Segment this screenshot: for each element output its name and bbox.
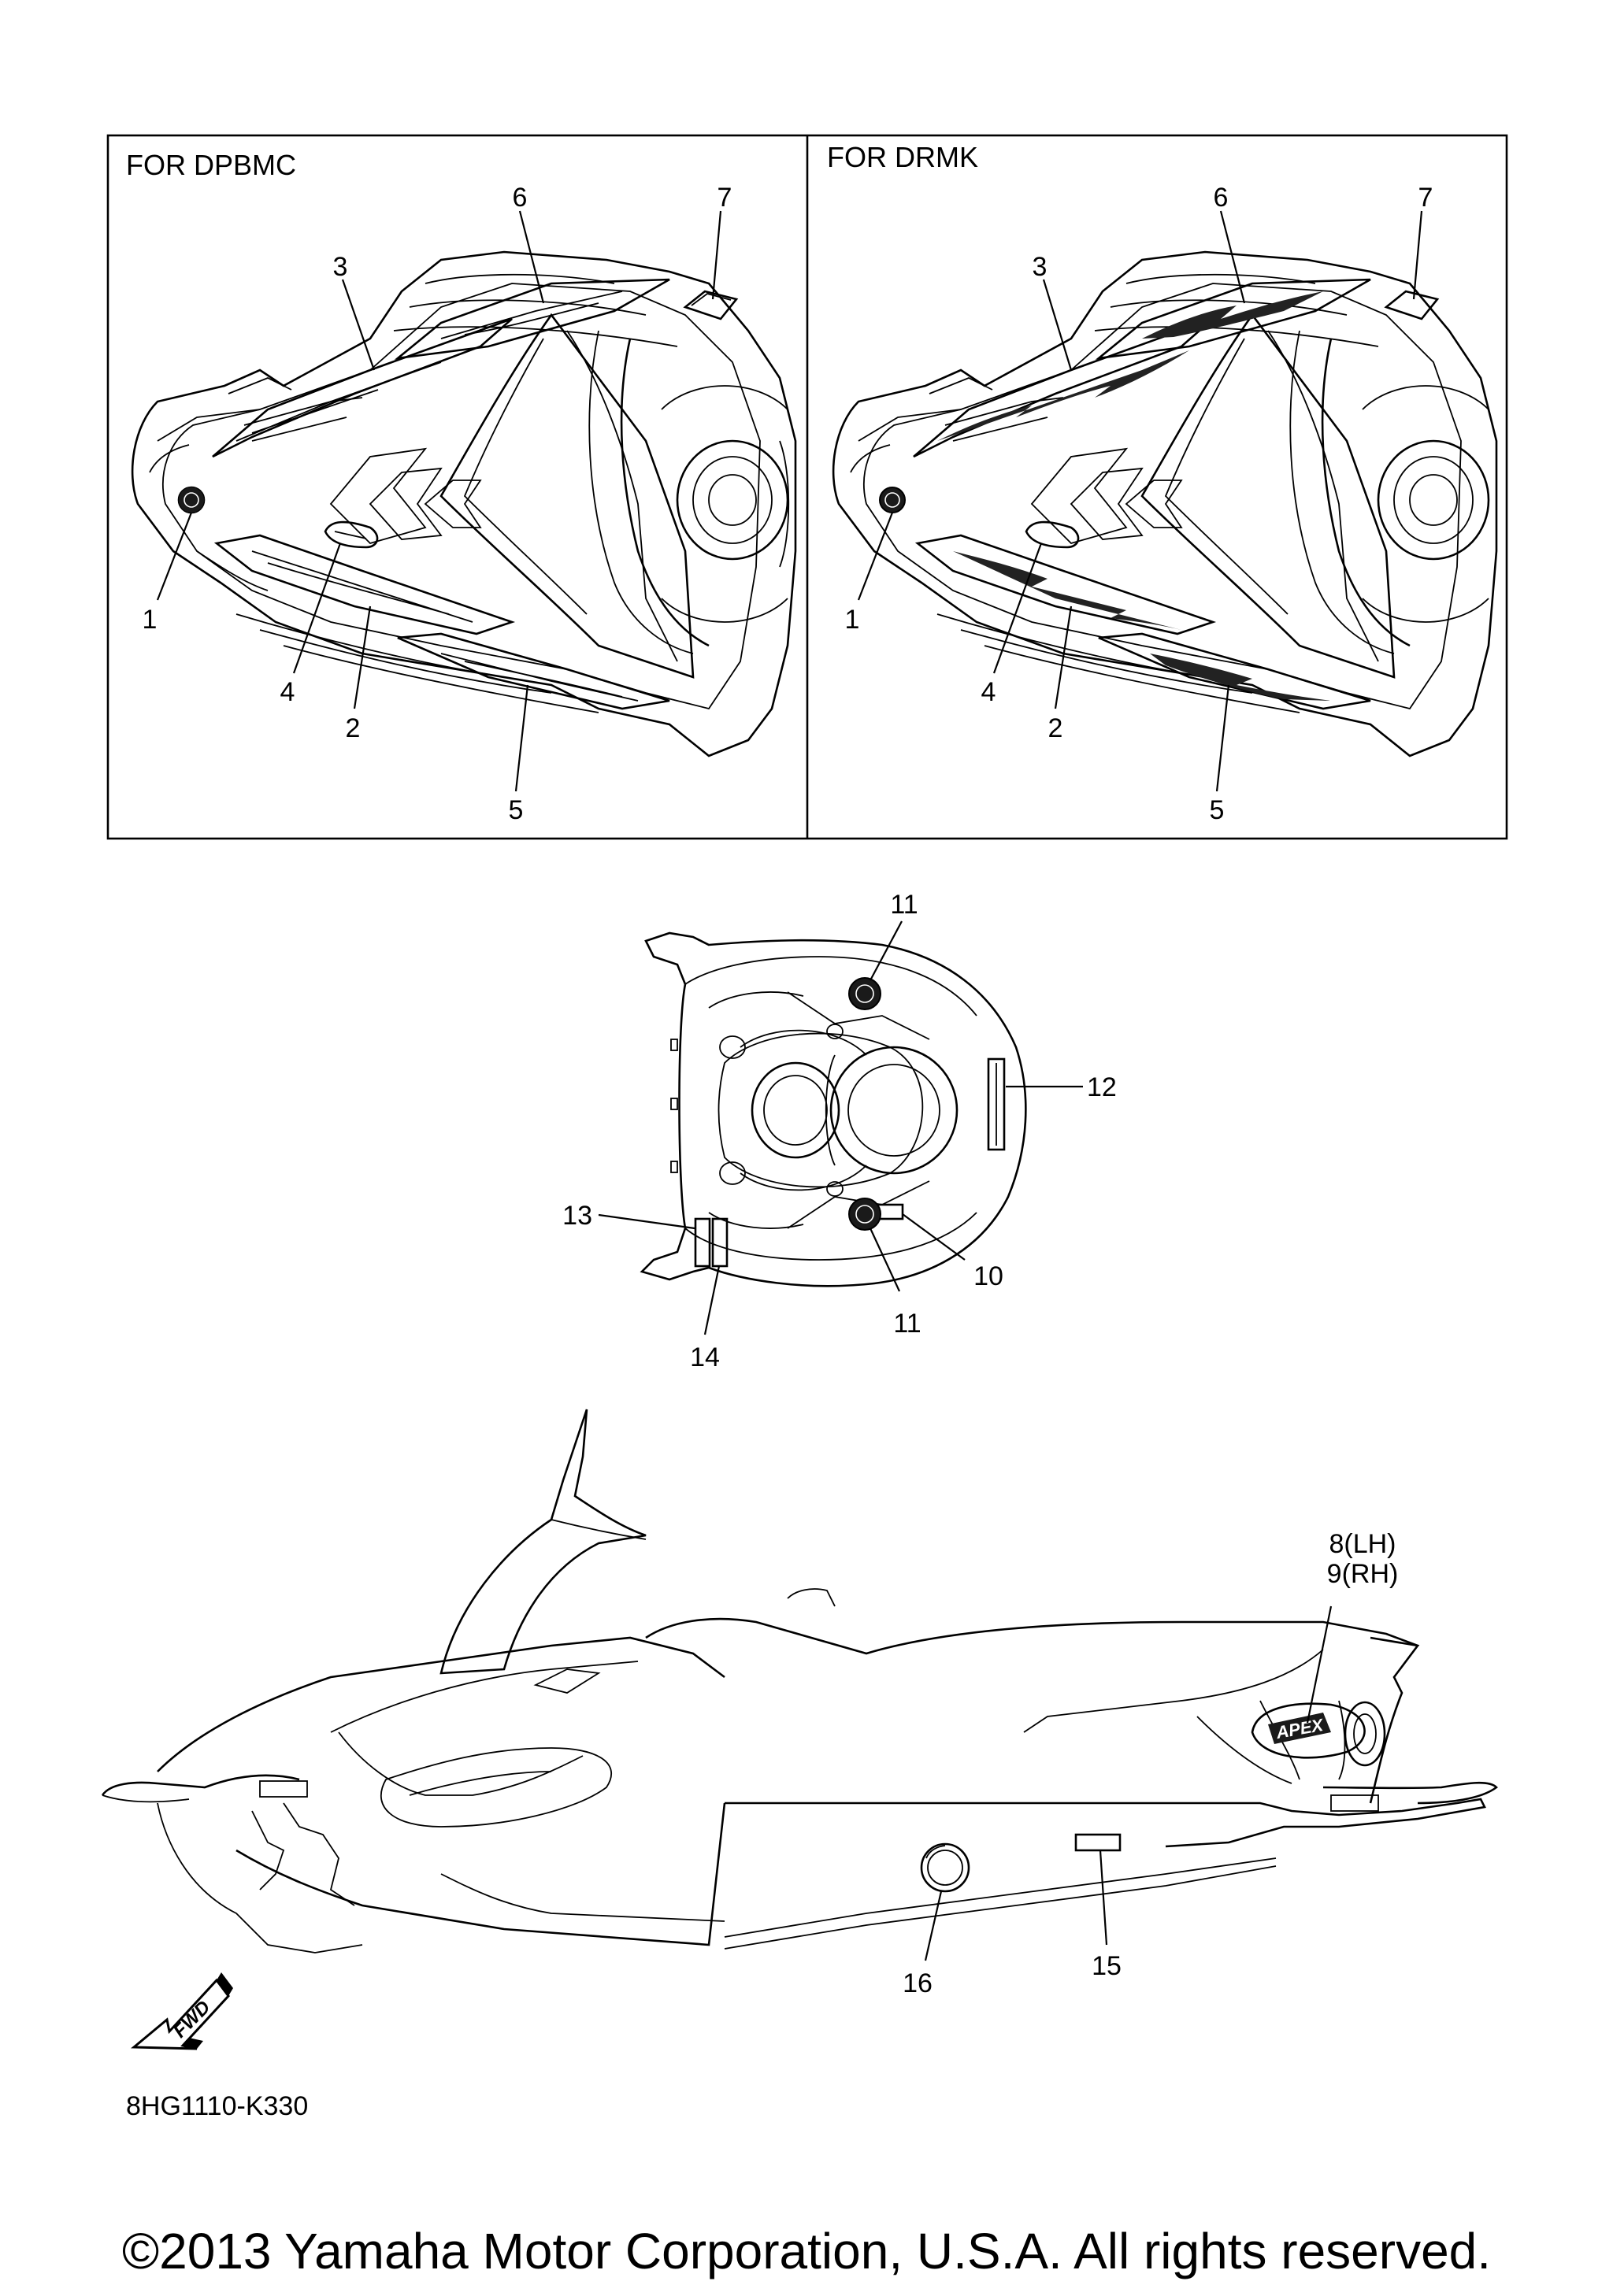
left-panel-callouts: 6 7 3 1 4 2 5 [143, 183, 732, 825]
decal-1-left [177, 486, 206, 514]
callout-4-right: 4 [981, 677, 996, 707]
callout-6-left: 6 [513, 183, 528, 213]
panel-title-right: FOR DRMK [827, 141, 978, 173]
callout-3-left: 3 [333, 252, 348, 282]
decal-4-left [324, 520, 379, 549]
rear-cowl-top-view [640, 931, 1027, 1287]
callout-7-left: 7 [718, 183, 732, 213]
decal-1-right [879, 487, 906, 513]
decal-6-right [1095, 278, 1371, 360]
hood-drawing-right [832, 250, 1498, 757]
callout-4-left: 4 [280, 677, 295, 707]
callout-11-top: 11 [890, 890, 918, 920]
apex-badge-text: APEX [1274, 1715, 1326, 1742]
right-panel-callouts: 6 7 3 1 4 2 5 [845, 183, 1433, 825]
callout-5-left: 5 [509, 795, 524, 825]
fwd-arrow-icon: FWD [130, 1972, 233, 2050]
snowmobile-side-view: APEX [101, 1409, 1498, 1953]
callout-11-bottom: 11 [893, 1309, 921, 1339]
top-panels-frame [106, 134, 1508, 840]
rear-cowl-callouts: 11 12 10 11 13 14 [562, 890, 1117, 1372]
diagram-code: 8HG1110-K330 [126, 2091, 308, 2121]
decal-3-left [212, 317, 513, 458]
callout-3-right: 3 [1033, 252, 1048, 282]
callout-5-right: 5 [1210, 795, 1225, 825]
decal-2-left [213, 534, 516, 635]
callout-9: 9(RH) [1327, 1559, 1399, 1589]
decal-6-left [394, 278, 670, 360]
hood-drawing-left [131, 250, 797, 757]
callout-1-right: 1 [845, 605, 860, 635]
side-view-callouts: 8(LH) 9(RH) 16 15 [903, 1529, 1398, 1998]
decal-7-left [683, 290, 739, 320]
callout-14: 14 [690, 1342, 720, 1372]
panel-title-left: FOR DPBMC [126, 149, 296, 181]
decal-7-right [1384, 290, 1440, 320]
callout-15: 15 [1092, 1951, 1122, 1981]
callout-10: 10 [973, 1261, 1003, 1291]
callout-6-right: 6 [1214, 183, 1229, 213]
callout-2-right: 2 [1048, 713, 1063, 743]
callout-13: 13 [562, 1201, 592, 1231]
decal-5-left [397, 632, 670, 710]
decal-5-right [1098, 632, 1371, 710]
callout-7-right: 7 [1418, 183, 1433, 213]
callout-1-left: 1 [143, 605, 158, 635]
callout-2-left: 2 [346, 713, 361, 743]
copyright-notice: ©2013 Yamaha Motor Corporation, U.S.A. A… [121, 2223, 1492, 2279]
decal-3-right [913, 317, 1214, 458]
callout-12: 12 [1087, 1072, 1117, 1102]
decal-4-right [1025, 520, 1080, 549]
decal-2-right [914, 534, 1217, 635]
callout-16: 16 [903, 1968, 933, 1998]
callout-8: 8(LH) [1329, 1529, 1396, 1559]
